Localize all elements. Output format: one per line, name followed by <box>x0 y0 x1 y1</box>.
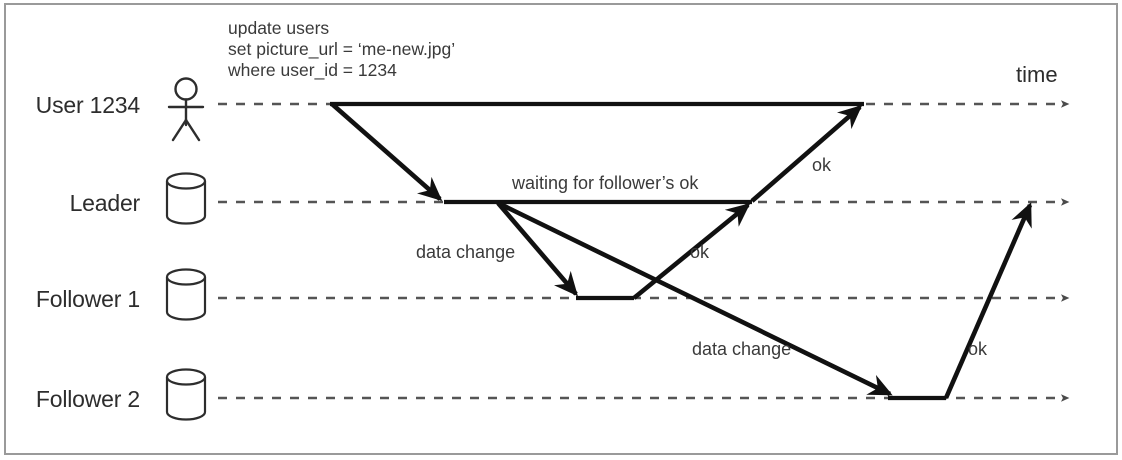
edge-label-data-change-1: data change <box>416 242 516 262</box>
stick-figure-icon <box>167 77 205 142</box>
edge-label-ok-follower-1: ok <box>690 242 710 262</box>
sql-annotation-line-2: set picture_url = ‘me-new.jpg’ <box>228 39 456 59</box>
message-arrow-data-change-follower-2 <box>496 200 893 397</box>
message-arrow-data-change-follower-1 <box>496 201 578 297</box>
database-cylinder-icon-follower-2 <box>165 368 207 421</box>
lane-label-leader: Leader <box>69 190 141 216</box>
edge-label-ok-user: ok <box>812 155 832 175</box>
lane-label-user-1234: User 1234 <box>35 92 141 118</box>
lane-label-follower-2: Follower 2 <box>35 386 140 412</box>
lane-label-follower-1: Follower 1 <box>35 286 140 312</box>
edge-label-ok-follower-2: ok <box>968 339 988 359</box>
edge-label-waiting-for-follower-ok: waiting for follower’s ok <box>512 173 699 193</box>
message-arrow-ok-follower-1 <box>632 203 751 300</box>
database-cylinder-icon-leader <box>165 172 207 225</box>
sql-annotation-line-3: where user_id = 1234 <box>228 60 397 80</box>
message-arrow-ok-user <box>750 105 863 203</box>
sql-annotation-line-1: update users <box>228 18 330 38</box>
database-cylinder-icon-follower-1 <box>165 268 207 321</box>
edge-label-data-change-2: data change <box>692 339 792 359</box>
message-arrow-ok-follower-2 <box>943 202 1033 399</box>
message-arrow-update <box>330 102 443 201</box>
time-axis-label: time <box>1016 62 1058 87</box>
